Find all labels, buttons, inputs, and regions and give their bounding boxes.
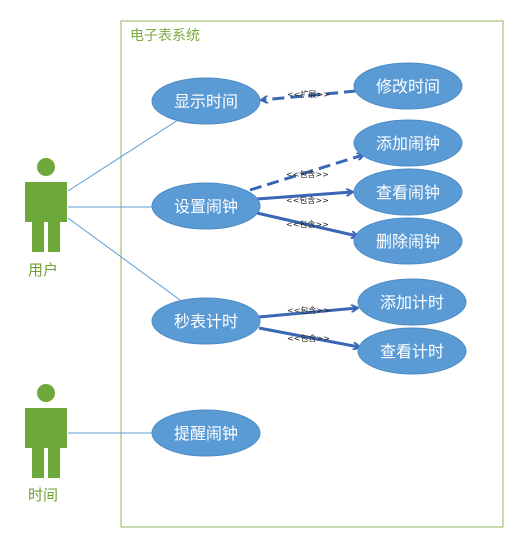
usecase-delete-alarm-label: 删除闹钟 [376,232,440,251]
system-title: 电子表系统 [130,28,200,44]
actor-user-head [37,158,55,176]
usecase-modify-time-label: 修改时间 [376,77,440,96]
usecase-stopwatch-label: 秒表计时 [174,312,238,331]
stereotype-include-add-alarm: <<包含>> [286,169,329,179]
include-arrow-stopwatch-view-timer [258,326,359,347]
usecase-view-alarm[interactable]: 查看闹钟 [353,168,463,216]
actor-user-body [25,182,67,222]
include-arrow-set-view-alarm [256,192,352,201]
usecase-add-alarm[interactable]: 添加闹钟 [353,119,463,167]
actor-user [25,158,67,252]
usecase-view-alarm-label: 查看闹钟 [376,183,440,202]
stereotype-include-add-timer: <<包含>> [287,305,330,315]
usecase-set-alarm-label: 设置闹钟 [174,197,238,216]
usecase-display-time-label: 显示时间 [174,92,238,111]
actor-user-label: 用户 [28,261,58,279]
usecase-add-alarm-label: 添加闹钟 [376,134,440,153]
usecase-remind-alarm-label: 提醒闹钟 [174,424,238,443]
usecase-display-time[interactable]: 显示时间 [151,77,261,125]
include-arrow-set-delete-alarm [256,211,357,236]
actor-time-leg-right [48,448,60,478]
usecase-add-timer-label: 添加计时 [380,293,444,312]
actor-time-body [25,408,67,448]
include-arrow-stopwatch-add-timer [258,308,357,319]
usecase-add-timer[interactable]: 添加计时 [357,278,467,326]
stereotype-extend: <<扩展>> [287,89,330,99]
association-user-stopwatch [67,217,181,301]
usecase-modify-time[interactable]: 修改时间 [353,62,463,110]
usecase-view-timer-label: 查看计时 [380,342,444,361]
extend-arrow-modify-display [262,89,357,100]
actor-time [25,384,67,478]
usecase-stopwatch[interactable]: 秒表计时 [151,297,261,345]
usecase-delete-alarm[interactable]: 删除闹钟 [353,217,463,265]
usecase-remind-alarm[interactable]: 提醒闹钟 [151,409,261,457]
actor-user-leg-right [48,222,60,252]
association-user-display-time [67,119,179,192]
stereotype-include-delete-alarm: <<包含>> [286,219,329,229]
stereotype-include-view-timer: <<包含>> [287,333,330,343]
usecase-set-alarm[interactable]: 设置闹钟 [151,182,261,230]
include-arrow-set-add-alarm [249,155,363,192]
actor-time-head [37,384,55,402]
system-boundary [120,20,504,528]
actor-time-leg-left [32,448,44,478]
stereotype-include-view-alarm: <<包含>> [286,195,329,205]
usecase-view-timer[interactable]: 查看计时 [357,327,467,375]
actor-time-label: 时间 [28,486,58,504]
actor-user-leg-left [32,222,44,252]
